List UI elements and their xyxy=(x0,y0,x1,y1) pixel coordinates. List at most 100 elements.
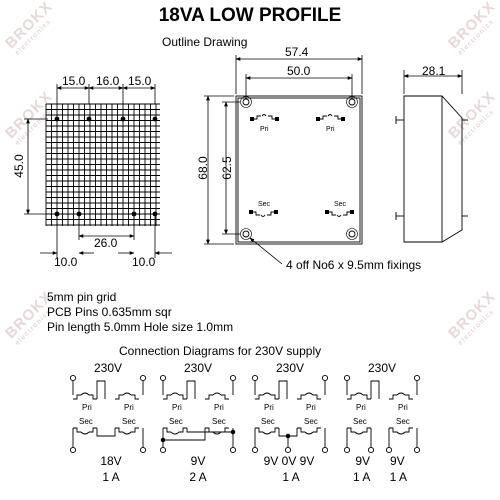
winding-label-pri: Pri xyxy=(82,403,92,412)
winding-label-sec: Sec xyxy=(258,201,271,208)
wire xyxy=(297,427,321,433)
wire xyxy=(255,394,279,400)
output-current: 1 A xyxy=(282,470,300,484)
terminal xyxy=(139,446,147,454)
grid-dim-bottom-left: 10.0 xyxy=(54,255,78,269)
primary-voltage: 230V xyxy=(93,361,123,375)
winding-label-sec: Sec xyxy=(169,417,183,426)
winding-label-sec: Sec xyxy=(353,417,367,426)
winding-label-pri: Pri xyxy=(260,126,269,133)
connection-title: Connection Diagrams for 230V supply xyxy=(119,344,322,358)
outline-height-dimensions xyxy=(204,95,240,245)
grid-dim-height: 45.0 xyxy=(12,154,26,178)
grid-dim-left: 15.0 xyxy=(62,74,86,88)
primary-voltage: 230V xyxy=(367,361,397,375)
terminal xyxy=(139,374,147,382)
terminal xyxy=(251,446,259,454)
wire xyxy=(205,394,229,400)
wire xyxy=(80,431,90,435)
wire xyxy=(163,428,206,441)
wire xyxy=(96,380,106,399)
outline-drawing-subtitle: Outline Drawing xyxy=(162,35,248,49)
wire xyxy=(278,380,288,399)
wire xyxy=(304,431,314,435)
wire xyxy=(255,427,279,433)
junction xyxy=(160,437,166,443)
wire xyxy=(80,392,90,396)
winding-label-sec: Sec xyxy=(79,417,93,426)
grid-top-dimension xyxy=(56,84,156,104)
wire xyxy=(396,431,406,435)
pin-dots xyxy=(54,116,158,217)
wire xyxy=(186,380,196,399)
wire xyxy=(396,392,406,396)
wire xyxy=(186,428,233,433)
wire xyxy=(212,431,222,435)
winding-label-sec: Sec xyxy=(122,417,136,426)
winding-label-pri: Pri xyxy=(124,403,134,412)
winding-label-sec: Sec xyxy=(334,201,347,208)
output-voltage: 18V xyxy=(100,454,122,468)
terminal xyxy=(413,374,421,382)
terminal xyxy=(69,374,77,382)
primary-voltage: 230V xyxy=(183,361,213,375)
terminal xyxy=(159,446,167,454)
wire xyxy=(212,392,222,396)
wire xyxy=(354,431,364,435)
spec-line: 5mm pin grid xyxy=(47,290,117,304)
depth-label: 28.1 xyxy=(422,64,446,78)
wire xyxy=(96,428,116,437)
winding-label-pri: Pri xyxy=(326,126,335,133)
output-current: 2 A xyxy=(189,470,207,484)
wire xyxy=(170,431,180,435)
terminal xyxy=(284,446,292,454)
wire xyxy=(297,394,321,400)
wire xyxy=(122,431,132,435)
overall-width-label: 57.4 xyxy=(285,45,309,59)
pin-grid xyxy=(45,103,160,226)
wire xyxy=(122,392,132,396)
terminal xyxy=(385,446,393,454)
hole-width-label: 50.0 xyxy=(287,64,311,78)
terminal xyxy=(343,374,351,382)
wire xyxy=(304,392,314,396)
output-current: 1 A 1 A xyxy=(352,470,408,484)
terminal xyxy=(159,374,167,382)
wire xyxy=(262,392,272,396)
output-voltage: 9V 0V 9V xyxy=(263,454,315,468)
winding-label-sec: Sec xyxy=(212,417,226,426)
grid-dim-right: 15.0 xyxy=(128,74,152,88)
winding-label-sec: Sec xyxy=(396,417,410,426)
spec-line: PCB Pins 0.635mm sqr xyxy=(47,305,172,319)
wire xyxy=(347,394,371,400)
wire xyxy=(115,394,139,400)
outline-width-dimensions xyxy=(235,55,363,98)
connection-diagrams xyxy=(69,374,421,454)
terminal xyxy=(69,446,77,454)
wire xyxy=(163,427,187,433)
terminal xyxy=(321,446,329,454)
terminal xyxy=(413,446,421,454)
terminal xyxy=(343,446,351,454)
grid-dim-middle: 26.0 xyxy=(94,236,118,250)
wire xyxy=(354,392,364,396)
fixings-leader xyxy=(249,237,283,265)
wire xyxy=(170,392,180,396)
grid-height-dimension xyxy=(24,118,48,215)
primary-voltage: 230V xyxy=(275,361,305,375)
winding-label-pri: Pri xyxy=(172,403,182,412)
fixings-note: 4 off No6 x 9.5mm fixings xyxy=(286,258,422,272)
terminal xyxy=(321,374,329,382)
winding-label-pri: Pri xyxy=(356,403,366,412)
terminal xyxy=(229,446,237,454)
winding-label-pri: Pri xyxy=(306,403,316,412)
depth-dimension xyxy=(403,70,463,94)
wire xyxy=(73,394,97,400)
transformer-side-view xyxy=(395,95,468,243)
wire xyxy=(347,427,371,433)
wire xyxy=(262,431,272,435)
wire xyxy=(163,394,187,400)
wire xyxy=(205,427,229,433)
terminal xyxy=(251,374,259,382)
